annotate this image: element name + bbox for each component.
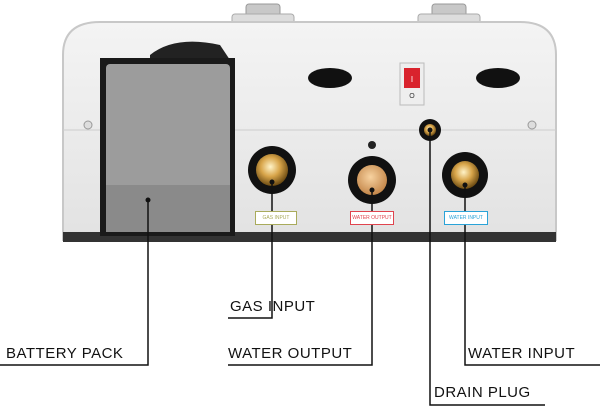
water-input-port	[442, 152, 488, 198]
power-switch: I O	[399, 62, 425, 106]
callout-water-output: WATER OUTPUT	[228, 345, 353, 362]
water-input-tag: WATER INPUT	[444, 211, 488, 225]
gas-input-tag: GAS INPUT	[255, 211, 297, 225]
gas-input-port	[248, 146, 296, 194]
water-output-tag: WATER OUTPUT	[350, 211, 394, 225]
callout-drain-plug: DRAIN PLUG	[434, 384, 531, 401]
callout-water-input: WATER INPUT	[468, 345, 576, 362]
svg-text:I: I	[411, 75, 413, 84]
leader-lines	[0, 130, 600, 406]
svg-text:O: O	[409, 93, 415, 100]
battery-pack	[100, 41, 235, 236]
water-output-port	[348, 156, 396, 204]
callout-gas-input: GAS INPUT	[230, 298, 316, 315]
callout-battery-pack: BATTERY PACK	[6, 345, 124, 362]
